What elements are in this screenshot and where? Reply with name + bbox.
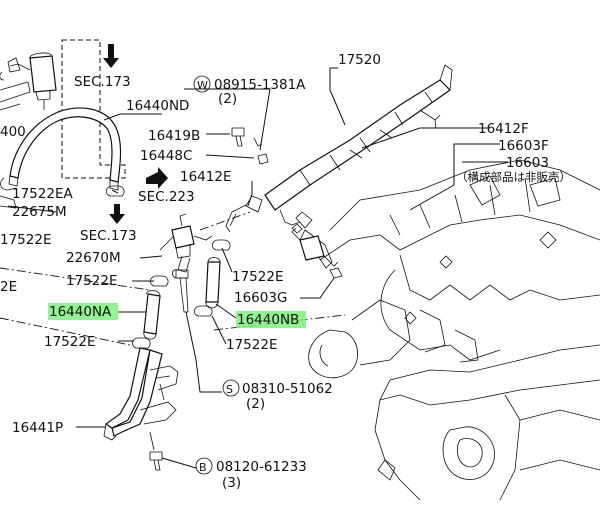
label-2e: 2E: [0, 279, 17, 295]
label-16603g: 16603G: [234, 290, 287, 306]
center-line: [0, 267, 151, 291]
label-400: 400: [0, 124, 26, 140]
label-s-bolt-qty: (2): [246, 396, 265, 412]
w-circle-icon: [193, 75, 211, 93]
b-circle-letter: B: [199, 461, 207, 474]
label-sec173-top[interactable]: SEC.173: [74, 74, 131, 90]
tube-16441p: [103, 347, 179, 451]
highlight-16440nb: [236, 311, 306, 328]
label-16448c: 16448C: [140, 148, 192, 164]
w-circle-letter: W: [197, 79, 208, 92]
label-16440nd: 16440ND: [126, 98, 189, 114]
label-17522e-b: 17522E: [232, 269, 283, 285]
clamp: [194, 305, 213, 317]
clamp: [106, 185, 125, 197]
center-line: [0, 317, 131, 346]
clamp: [150, 275, 169, 287]
arrow-down-icon: [109, 204, 125, 224]
sensor-22670m: [159, 213, 213, 279]
hose-16440nd: [8, 107, 122, 191]
s-circle-letter: S: [226, 383, 233, 396]
part-labels: 17520 SEC.173 16440ND W 08915-1381A (2) …: [0, 52, 571, 491]
bolt-08310: [175, 269, 189, 313]
label-17522e-left: 17522E: [0, 232, 51, 248]
label-17522e-a: 17522E: [66, 273, 117, 289]
label-16440na: 16440NA: [49, 304, 112, 320]
clamp: [0, 177, 17, 191]
arrow-down-icon: [103, 44, 119, 68]
label-jp-note: （構成部品は非販売）: [456, 170, 571, 184]
label-17522ea: 17522EA: [12, 186, 73, 202]
fuel-rail: [225, 64, 453, 269]
label-16412f: 16412F: [478, 121, 529, 137]
clamp: [212, 239, 231, 251]
label-w-bolt: 08915-1381A: [214, 77, 306, 93]
label-22670m: 22670M: [66, 250, 121, 266]
label-22675m: 22675M: [12, 204, 67, 220]
label-16440nb: 16440NB: [237, 312, 299, 328]
label-16603: 16603: [506, 155, 549, 171]
hose-16440na: [143, 290, 161, 340]
label-16603f: 16603F: [498, 138, 549, 154]
label-s-bolt: 08310-51062: [242, 381, 333, 397]
label-16412e: 16412E: [180, 169, 231, 185]
label-sec173-mid[interactable]: SEC.173: [80, 228, 137, 244]
center-line: [213, 314, 346, 331]
label-b-bolt: 08120-61233: [216, 459, 307, 475]
label-16419b: 16419B: [148, 128, 200, 144]
b-circle-icon: [195, 457, 213, 475]
label-w-bolt-qty: (2): [218, 91, 237, 107]
injector: [291, 227, 343, 279]
arrow-right-icon: [146, 167, 168, 189]
label-17520: 17520: [338, 52, 381, 68]
section-box: [61, 39, 126, 179]
bolt-08120: [149, 451, 163, 471]
fuel-filter: [0, 52, 57, 111]
label-b-bolt-qty: (3): [222, 475, 241, 491]
label-17522e-c: 17522E: [44, 334, 95, 350]
center-line: [199, 211, 251, 231]
label-16441p: 16441P: [12, 420, 63, 436]
clamp: [132, 337, 151, 349]
bolt-16419b: [231, 127, 245, 147]
leader-lines: [7, 67, 508, 469]
s-circle-icon: [222, 379, 240, 397]
clip-16448c: [257, 153, 269, 165]
hose-16440nb: [205, 257, 221, 309]
label-17522e-d: 17522E: [226, 337, 277, 353]
label-sec223[interactable]: SEC.223: [138, 189, 195, 205]
clamp: [0, 195, 17, 209]
intake-manifold: [308, 159, 600, 501]
highlight-16440na: [48, 303, 118, 320]
